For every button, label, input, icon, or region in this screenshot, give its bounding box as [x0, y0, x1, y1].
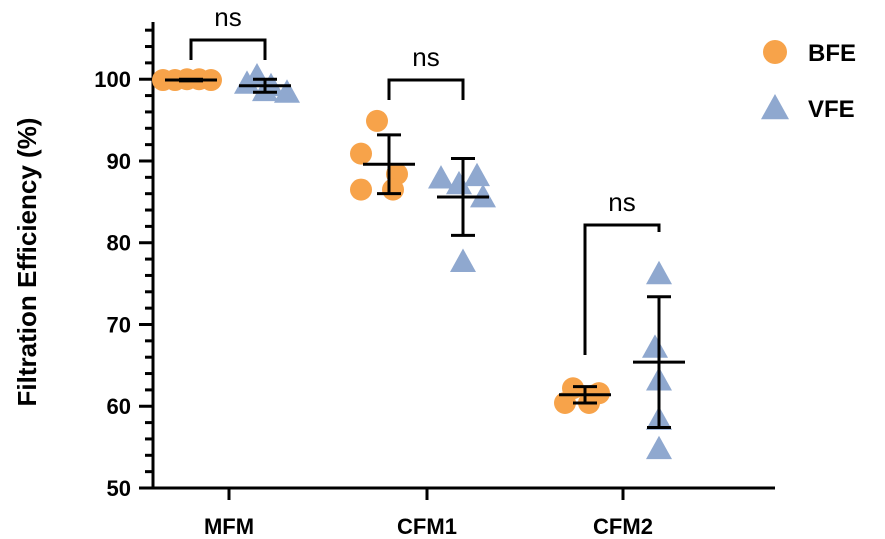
legend-bfe-marker	[763, 40, 787, 64]
y-axis: 50 60 70 80 90 100	[94, 22, 155, 501]
legend-label-vfe: VFE	[808, 96, 855, 123]
x-tick-label: MFM	[204, 514, 254, 539]
y-tick-label: 70	[107, 312, 131, 337]
y-tick-label: 100	[94, 67, 131, 92]
y-tick-label: 60	[107, 394, 131, 419]
bfe-point	[382, 178, 404, 201]
x-tick-label: CFM1	[397, 514, 457, 539]
significance-label: ns	[608, 187, 635, 217]
bfe-point	[350, 142, 372, 165]
y-tick-label: 90	[107, 149, 131, 174]
bfe-point	[554, 391, 576, 414]
vfe-point	[274, 79, 300, 103]
vfe-point	[464, 162, 490, 187]
y-tick-label: 80	[107, 231, 131, 256]
vfe-point	[428, 165, 454, 189]
vfe-point	[646, 435, 672, 460]
significance-label: ns	[214, 2, 241, 32]
significance-bracket	[387, 78, 465, 100]
vfe-point	[642, 334, 668, 358]
x-tick-label: CFM2	[593, 514, 653, 539]
vfe-point	[446, 170, 472, 195]
data-points	[152, 62, 672, 460]
bfe-point	[366, 109, 388, 132]
significance-bracket	[583, 223, 661, 355]
vfe-point	[646, 260, 672, 285]
y-tick-label: 50	[107, 476, 131, 501]
bfe-point	[350, 178, 372, 201]
significance-bracket	[189, 38, 267, 60]
legend-label-bfe: BFE	[808, 40, 856, 67]
error-bars	[165, 77, 685, 430]
legend: BFE VFE	[761, 40, 856, 123]
x-axis: MFM CFM1 CFM2	[153, 486, 775, 539]
significance-label: ns	[412, 42, 439, 72]
significance-brackets: ns ns ns	[189, 2, 661, 355]
vfe-point	[450, 248, 476, 272]
y-axis-label: Filtration Efficiency (%)	[12, 118, 42, 407]
legend-vfe-marker	[761, 94, 789, 120]
